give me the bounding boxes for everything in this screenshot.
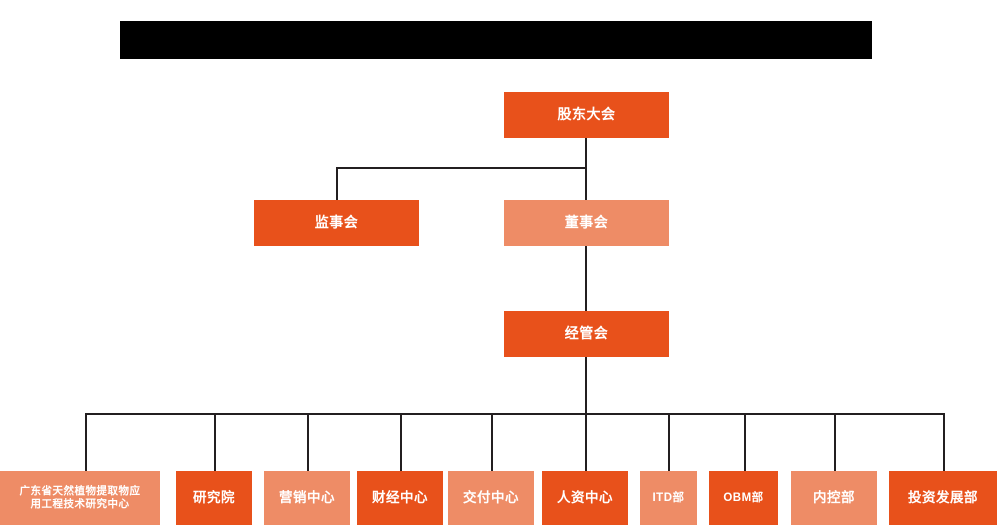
connector-shareholders-down bbox=[585, 138, 587, 168]
node-label: 交付中心 bbox=[463, 490, 519, 506]
node-board-of-directors[interactable]: 董事会 bbox=[504, 200, 669, 246]
node-shareholders-meeting[interactable]: 股东大会 bbox=[504, 92, 669, 138]
node-label: OBM部 bbox=[723, 491, 764, 504]
node-obm-dept[interactable]: OBM部 bbox=[709, 471, 778, 525]
connector-drop-hr-center bbox=[585, 413, 587, 471]
node-supervisory-board[interactable]: 监事会 bbox=[254, 200, 419, 246]
connector-drop-rnd-center bbox=[85, 413, 87, 471]
connector-drop-internal-control-dept bbox=[834, 413, 836, 471]
connector-board-to-management bbox=[585, 246, 587, 311]
node-label: ITD部 bbox=[652, 491, 685, 504]
redacted-title-bar bbox=[120, 21, 872, 59]
connector-drop-research-institute bbox=[214, 413, 216, 471]
node-guangdong-rnd-center[interactable]: 广东省天然植物提取物应 用工程技术研究中心 bbox=[0, 471, 160, 525]
node-label: 监事会 bbox=[314, 214, 359, 231]
connector-level2-bus bbox=[336, 167, 587, 169]
node-investment-development-dept[interactable]: 投资发展部 bbox=[889, 471, 997, 525]
connector-management-down bbox=[585, 357, 587, 415]
connector-drop-itd-dept bbox=[668, 413, 670, 471]
connector-drop-investment-development-dept bbox=[943, 413, 945, 471]
node-label-line2: 用工程技术研究中心 bbox=[30, 498, 130, 510]
connector-to-board bbox=[585, 167, 587, 200]
node-marketing-center[interactable]: 营销中心 bbox=[264, 471, 350, 525]
node-label: 研究院 bbox=[193, 490, 235, 506]
connector-drop-marketing-center bbox=[307, 413, 309, 471]
connector-drop-finance-center bbox=[400, 413, 402, 471]
node-delivery-center[interactable]: 交付中心 bbox=[448, 471, 534, 525]
node-itd-dept[interactable]: ITD部 bbox=[640, 471, 697, 525]
node-label: 内控部 bbox=[813, 490, 855, 506]
node-label: 财经中心 bbox=[372, 490, 428, 506]
node-label: 经管会 bbox=[564, 325, 609, 342]
connector-drop-delivery-center bbox=[491, 413, 493, 471]
node-internal-control-dept[interactable]: 内控部 bbox=[791, 471, 877, 525]
node-label: 股东大会 bbox=[557, 106, 616, 123]
connector-departments-bus bbox=[86, 413, 944, 415]
node-finance-center[interactable]: 财经中心 bbox=[357, 471, 443, 525]
node-label: 董事会 bbox=[564, 214, 609, 231]
node-label: 营销中心 bbox=[279, 490, 335, 506]
node-label: 人资中心 bbox=[557, 490, 613, 506]
node-hr-center[interactable]: 人资中心 bbox=[542, 471, 628, 525]
node-label: 广东省天然植物提取物应 用工程技术研究中心 bbox=[20, 485, 141, 512]
node-research-institute[interactable]: 研究院 bbox=[176, 471, 252, 525]
connector-drop-obm-dept bbox=[744, 413, 746, 471]
node-label-line1: 广东省天然植物提取物应 bbox=[19, 484, 141, 497]
node-management-committee[interactable]: 经管会 bbox=[504, 311, 669, 357]
connector-to-supervisory bbox=[336, 167, 338, 200]
node-label: 投资发展部 bbox=[908, 490, 978, 506]
